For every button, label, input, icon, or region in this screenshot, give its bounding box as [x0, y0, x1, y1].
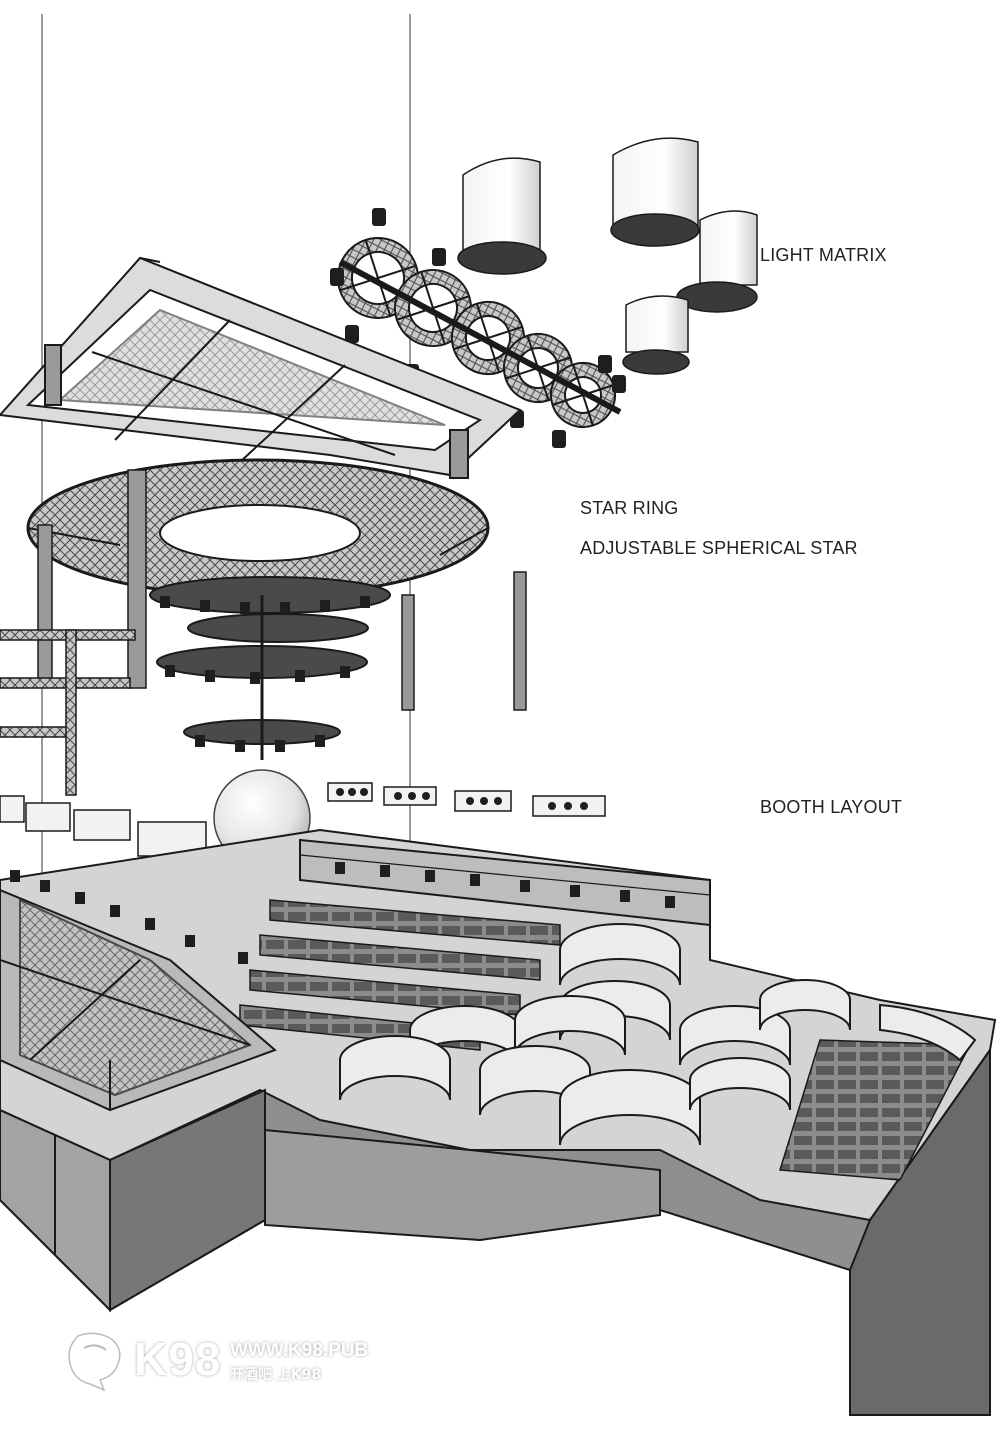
- booth-light-bars: [0, 782, 606, 857]
- light-matrix-cylinders: [457, 137, 758, 375]
- stage-truss-deck: [0, 888, 277, 1112]
- watermark-url: WWW.K98.PUB: [230, 1340, 369, 1361]
- label-light-matrix: LIGHT MATRIX: [760, 245, 887, 265]
- k98-logo-icon: [68, 1332, 121, 1392]
- watermark-brand: K98: [134, 1333, 222, 1385]
- light-matrix-rings: [337, 237, 622, 428]
- label-star-ring: STAR RING: [580, 498, 679, 518]
- k98-watermark: K98 WWW.K98.PUB 开酒吧 上K98: [64, 1330, 424, 1400]
- ceiling-truss-frame: [0, 256, 522, 479]
- side-trusses: [0, 629, 136, 796]
- star-ring-columns: [37, 469, 527, 711]
- spherical-star-fixtures: [160, 596, 370, 752]
- lower-facade: [0, 1108, 111, 1313]
- label-adjustable-spherical-star: ADJUSTABLE SPHERICAL STAR: [580, 538, 858, 558]
- booth-light-bar-heads: [336, 788, 588, 810]
- label-booth-layout: BOOTH LAYOUT: [760, 797, 903, 817]
- star-ring: [26, 458, 490, 598]
- floor-moving-heads: [10, 862, 675, 964]
- watermark-slogan: 开酒吧 上K98: [230, 1367, 322, 1383]
- booth-seating-rows: [239, 899, 972, 1181]
- spherical-star-tiers: [149, 576, 391, 760]
- curved-booths: [339, 923, 977, 1146]
